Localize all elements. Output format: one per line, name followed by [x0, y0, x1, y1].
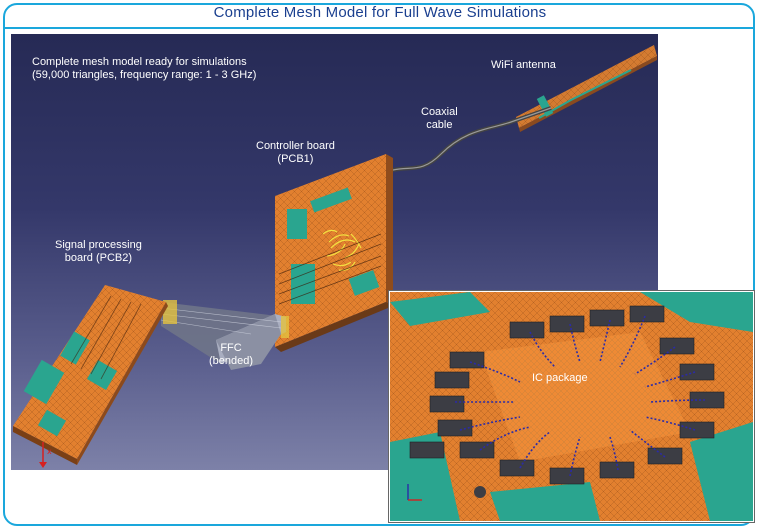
ic-package-inset: IC package — [388, 290, 755, 523]
signal-label-line-2: board (PCB2) — [64, 252, 133, 264]
controller-board — [275, 154, 393, 352]
mesh-model-viewport: x Complete mesh model ready for simulati… — [11, 34, 658, 470]
summary-line-1: Complete mesh model ready for simulation… — [32, 56, 247, 68]
ffc-bended — [160, 300, 289, 370]
controller-label-line-2: (PCB1) — [277, 153, 314, 165]
coax-label-line-2: cable — [426, 119, 453, 131]
title-divider — [5, 27, 755, 29]
ffc-label-line-1: FFC — [220, 342, 242, 354]
svg-text:x: x — [47, 447, 52, 456]
coaxial-cable — [372, 106, 552, 180]
controller-label-line-1: Controller board — [256, 140, 335, 152]
wifi-antenna — [516, 45, 657, 132]
summary-line-2: (59,000 triangles, frequency range: 1 - … — [32, 69, 257, 81]
ffc-label-line-2: (bended) — [209, 355, 254, 367]
coax-label-line-1: Coaxial — [421, 106, 458, 118]
figure-title: Complete Mesh Model for Full Wave Simula… — [213, 4, 547, 21]
mesh-scene-graphic: x — [13, 45, 657, 468]
signal-label-line-1: Signal processing — [55, 239, 142, 251]
ic-package-graphic — [390, 292, 753, 521]
ic-package-label: IC package — [532, 372, 588, 384]
wifi-antenna-label: WiFi antenna — [491, 59, 556, 71]
signal-processing-board: x — [13, 285, 168, 468]
